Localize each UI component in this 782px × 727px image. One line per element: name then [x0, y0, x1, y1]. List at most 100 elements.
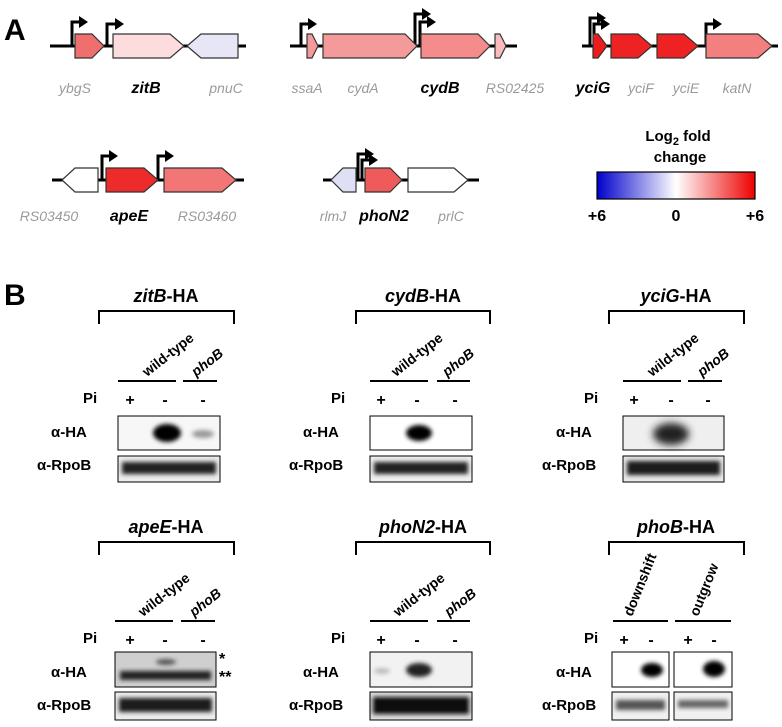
panel-a-letter: A — [4, 14, 26, 47]
gene-prlC — [407, 167, 469, 193]
ha-band — [156, 659, 176, 665]
strain-label: phoB — [187, 345, 226, 380]
ha-band — [641, 663, 663, 677]
rpob-band — [627, 461, 720, 475]
label-yciG: yciG — [575, 80, 611, 97]
pi-minus: - — [668, 392, 673, 409]
ha-band — [406, 425, 432, 441]
gene-phoN2 — [364, 167, 403, 193]
gene-ybgS — [74, 33, 105, 59]
rpob-band — [678, 700, 728, 708]
gene-rlmJ — [330, 167, 357, 193]
pi-minus: - — [200, 392, 205, 409]
strain-label: outgrow — [686, 561, 722, 618]
strain-label: wild-type — [138, 329, 197, 380]
label-cydB: cydB — [420, 80, 459, 97]
ha-label: α-HA — [51, 664, 87, 681]
ha-label: α-HA — [303, 664, 339, 681]
label-ybgS: ybgS — [58, 80, 92, 96]
operon-apeE: RS03450 apeE RS03460 — [20, 150, 244, 225]
pi-label: Pi — [83, 390, 97, 407]
pi-plus: + — [629, 392, 638, 409]
rpob-label: α-RpoB — [542, 697, 596, 714]
ha-band — [192, 430, 214, 438]
ha-blot — [114, 651, 217, 688]
strain-label: phoB — [440, 585, 479, 620]
label-yciF: yciF — [627, 80, 655, 96]
blot-title: cydB-HA — [385, 286, 461, 306]
ha-band — [406, 663, 432, 677]
ha-band — [374, 668, 390, 674]
legend-tick-right: +6 — [746, 208, 764, 225]
rpob-label: α-RpoB — [289, 457, 343, 474]
strain-label: wild-type — [643, 329, 702, 380]
gene-RS03460 — [163, 167, 237, 193]
gene-ssaA — [306, 33, 319, 59]
pi-minus: - — [452, 632, 457, 649]
rpob-band — [122, 462, 216, 474]
operon-cydB: ssaA cydA cydB RS02425 — [290, 8, 544, 97]
strain-label: phoB — [185, 585, 224, 620]
pi-label: Pi — [584, 630, 598, 647]
label-katN: katN — [723, 80, 753, 96]
blot-title: phoN2-HA — [378, 517, 467, 537]
ha-label: α-HA — [556, 424, 592, 441]
gene-katN — [705, 33, 773, 59]
blot-phoB: phoB-HA downshift outgrow Pi + - + - α-H… — [542, 517, 745, 721]
gene-RS02425 — [494, 33, 507, 59]
pi-plus: + — [683, 632, 692, 649]
gene-cydA — [322, 33, 418, 59]
gene-cydB — [420, 33, 491, 59]
strain-label: wild-type — [387, 329, 446, 380]
rpob-band — [374, 462, 468, 474]
label-cydA: cydA — [347, 80, 378, 96]
legend-title-line2: change — [654, 149, 707, 166]
rpob-label: α-RpoB — [289, 697, 343, 714]
color-legend: Log2 fold change +6 0 +6 — [588, 128, 764, 225]
pi-plus: + — [125, 392, 134, 409]
ha-band — [703, 661, 725, 677]
pi-plus: + — [376, 632, 385, 649]
legend-gradient-bar — [596, 171, 756, 200]
label-pnuC: pnuC — [208, 80, 243, 96]
blot-title: phoB-HA — [636, 517, 715, 537]
band-mark-double: ** — [219, 669, 232, 686]
operon-phoN2: rlmJ phoN2 prlC — [320, 148, 479, 225]
blot-zitB: zitB-HA wild-type phoB Pi + - - α-HA α-R… — [37, 286, 235, 483]
rpob-label: α-RpoB — [542, 457, 596, 474]
gene-pnuC — [186, 33, 239, 59]
strain-label: phoB — [438, 345, 477, 380]
rpob-band — [373, 697, 469, 714]
pi-minus: - — [414, 632, 419, 649]
gene-zitB — [112, 33, 185, 59]
gene-yciE — [656, 33, 699, 59]
pi-minus: - — [711, 632, 716, 649]
blot-title: apeE-HA — [128, 517, 203, 537]
pi-label: Pi — [331, 390, 345, 407]
legend-title-line1: Log2 fold — [645, 128, 710, 148]
ha-band — [653, 423, 689, 445]
strain-label: phoB — [693, 345, 732, 380]
pi-plus: + — [125, 632, 134, 649]
rpob-label: α-RpoB — [37, 457, 91, 474]
label-ssaA: ssaA — [291, 80, 322, 96]
pi-plus: + — [376, 392, 385, 409]
blot-title: yciG-HA — [639, 286, 711, 306]
label-phoN2: phoN2 — [358, 208, 409, 225]
ha-label: α-HA — [51, 424, 87, 441]
legend-tick-mid: 0 — [672, 208, 681, 225]
strain-label: wild-type — [389, 569, 448, 620]
strain-label: wild-type — [134, 569, 193, 620]
pi-plus: + — [619, 632, 628, 649]
operon-yciG: yciG yciF yciE katN — [575, 12, 778, 97]
pi-minus: - — [200, 632, 205, 649]
pi-minus: - — [414, 392, 419, 409]
blot-phoN2: phoN2-HA wild-type phoB Pi + - - α-HA α-… — [289, 517, 491, 721]
ha-label: α-HA — [303, 424, 339, 441]
blot-apeE: apeE-HA wild-type phoB Pi + - - α-HA * *… — [37, 517, 235, 721]
pi-minus: - — [648, 632, 653, 649]
gene-yciF — [610, 33, 653, 59]
blot-cydB: cydB-HA wild-type phoB Pi + - - α-HA α-R… — [289, 286, 491, 483]
blot-title: zitB-HA — [133, 286, 199, 306]
